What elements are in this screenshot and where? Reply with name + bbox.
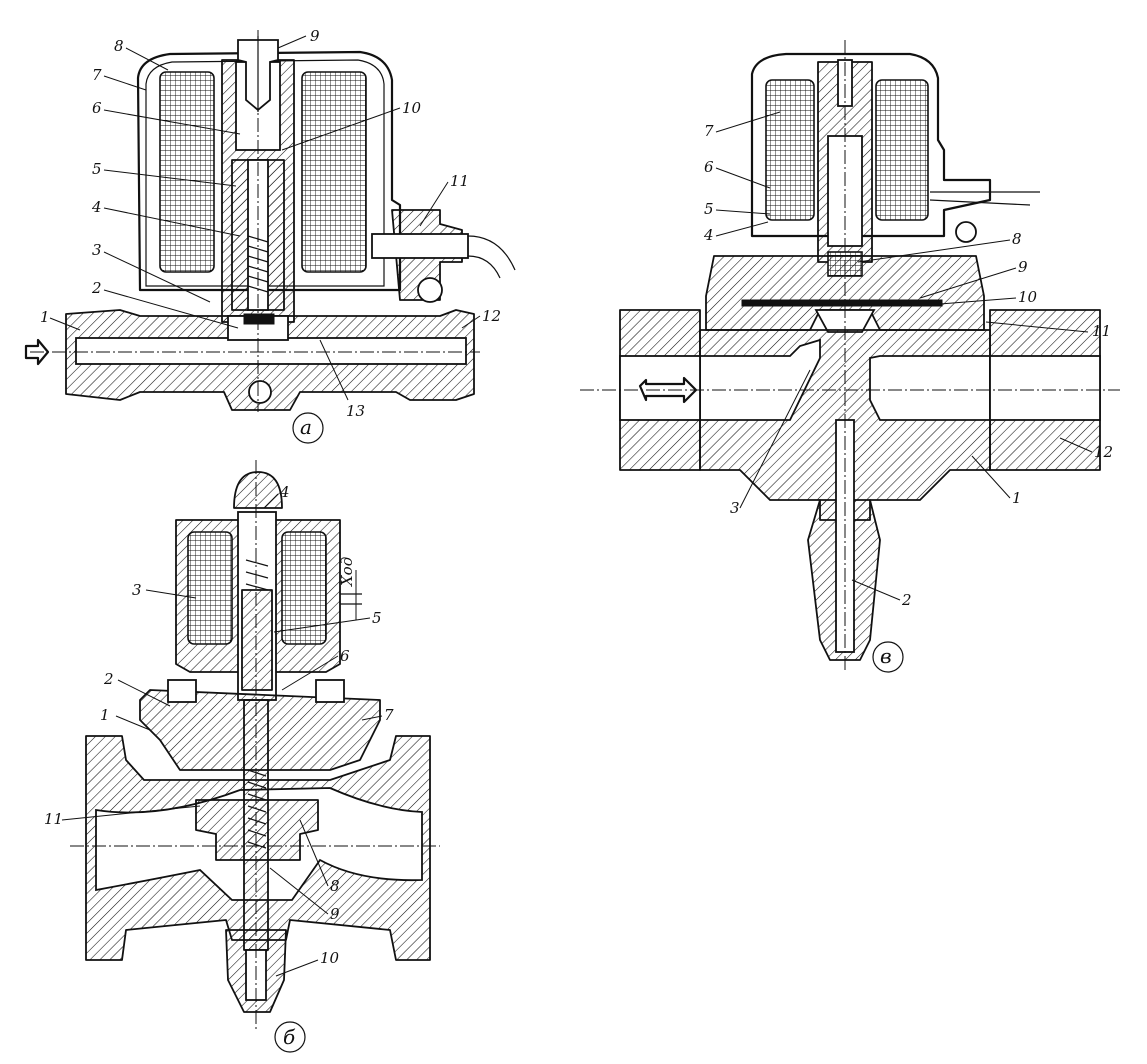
- v-view-marker: [872, 641, 904, 673]
- figure-b-valve: Ход: [70, 460, 440, 1030]
- a-coil-housing: [136, 50, 402, 292]
- v-diaphragm: [741, 299, 943, 307]
- b-callout-11: 11: [44, 810, 63, 828]
- a-callout-9: 9: [310, 27, 320, 45]
- b-callout-6: 6: [340, 647, 350, 665]
- v-callout-9: 9: [1018, 258, 1028, 276]
- a-coil-right: [301, 71, 367, 273]
- v-callout-6: 6: [704, 158, 714, 176]
- b-view-marker: [274, 1021, 306, 1053]
- b-armature: [241, 589, 273, 691]
- b-callout-3: 3: [132, 581, 142, 599]
- v-view-label: в: [880, 644, 892, 668]
- v-coil-right: [875, 79, 929, 221]
- v-callout-5: 5: [704, 200, 714, 218]
- v-callout-8: 8: [1012, 230, 1022, 248]
- b-callout-4: 4: [279, 483, 290, 501]
- a-callout-4: 4: [91, 198, 102, 216]
- a-view-marker: [292, 412, 324, 444]
- a-callout-13: 13: [346, 402, 365, 420]
- v-flow-path: [699, 338, 991, 421]
- v-coil-housing: [750, 52, 992, 238]
- b-view-label: б: [283, 1025, 296, 1049]
- a-callout-2: 2: [91, 279, 102, 297]
- figure-a-callouts: 1 2 3 4 5 6 7 8 9 10 11 12 13 а: [40, 27, 501, 444]
- b-callout-10: 10: [320, 949, 340, 967]
- a-callout-5: 5: [92, 160, 102, 178]
- a-flow-channel: [75, 337, 467, 365]
- a-callout-3: 3: [92, 241, 102, 259]
- a-coil-left: [159, 71, 215, 273]
- v-callout-11: 11: [1092, 322, 1111, 340]
- figure-a-valve: [24, 30, 516, 412]
- a-valve-seat: [243, 313, 275, 325]
- b-callout-5: 5: [372, 609, 382, 627]
- a-callout-1: 1: [40, 308, 50, 326]
- v-callout-3: 3: [730, 499, 740, 517]
- b-coil-right: [281, 531, 327, 645]
- a-inflow-arrow: [24, 338, 50, 366]
- v-callout-10: 10: [1018, 288, 1038, 306]
- a-callout-10: 10: [402, 99, 422, 117]
- a-callout-7: 7: [92, 66, 102, 84]
- v-callout-4: 4: [703, 226, 714, 244]
- v-callout-12: 12: [1094, 443, 1113, 461]
- b-callout-8: 8: [330, 877, 340, 895]
- v-callout-2: 2: [901, 591, 912, 609]
- a-callout-11: 11: [450, 172, 469, 190]
- b-callout-7: 7: [384, 706, 394, 724]
- v-callout-7: 7: [704, 122, 714, 140]
- figure-v-valve: [580, 40, 1120, 670]
- b-callout-1: 1: [100, 706, 110, 724]
- a-view-label: а: [300, 415, 312, 439]
- b-top-cap: [233, 471, 283, 509]
- b-coil-left: [187, 531, 233, 645]
- b-callout-9: 9: [330, 905, 340, 923]
- a-callout-8: 8: [114, 37, 124, 55]
- b-callout-2: 2: [103, 670, 114, 688]
- v-coil-left: [765, 79, 815, 221]
- b-stroke-label: Ход: [338, 557, 356, 587]
- v-callout-1: 1: [1012, 489, 1022, 507]
- a-callout-6: 6: [92, 99, 102, 117]
- a-callout-12: 12: [482, 307, 501, 325]
- figure-b-callouts: 1 2 3 4 5 6 7 8 9 10 11 б: [44, 483, 394, 1053]
- figure-v-callouts: 1 2 3 4 5 6 7 8 9 10 11 12 в: [703, 111, 1113, 673]
